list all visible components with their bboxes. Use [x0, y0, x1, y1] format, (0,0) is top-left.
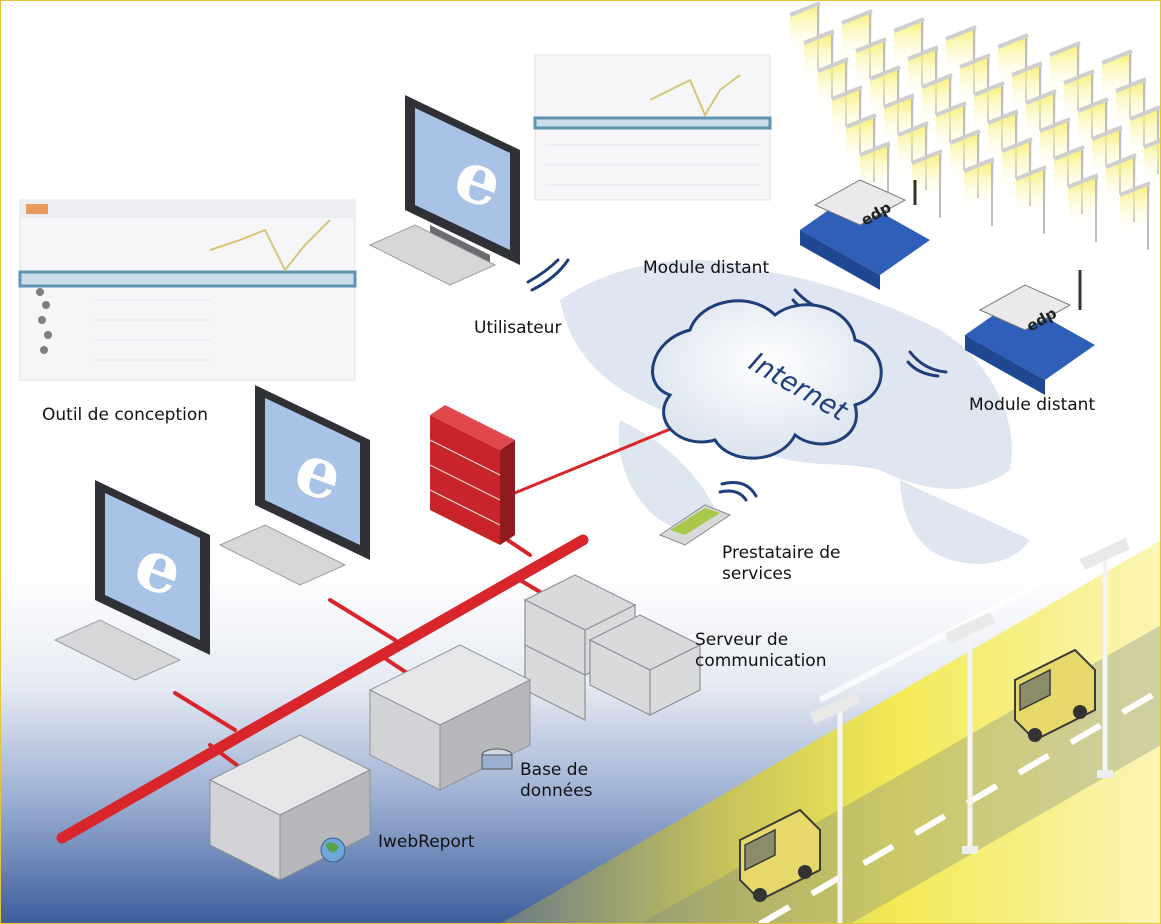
remote-module-label-1: Module distant [643, 258, 770, 278]
street-lamp [1067, 173, 1099, 242]
user-app-screenshot [533, 54, 772, 201]
remote-module-1 [800, 179, 930, 290]
user-computer: e [368, 95, 520, 286]
van-1 [739, 808, 821, 902]
service-provider-label: Prestataire de services [722, 543, 841, 585]
internet-cloud [651, 299, 883, 460]
street-lamp [1143, 138, 1161, 187]
street-lamp [911, 149, 943, 218]
service-provider-pda [658, 504, 732, 546]
iwebreport-server [208, 734, 372, 881]
user-label: Utilisateur [474, 318, 562, 338]
network-lines [56, 423, 682, 844]
van-2 [1014, 648, 1096, 742]
firewall-icon [429, 405, 515, 545]
database-label: Base de données [520, 760, 593, 802]
design-computer-1: e [218, 385, 370, 586]
design-tool-screenshot [18, 199, 357, 381]
remote-module-label-2: Module distant [969, 395, 1096, 415]
highway-scene [500, 517, 1161, 924]
database-server [368, 644, 532, 791]
design-tool-label: Outil de conception [42, 405, 209, 425]
communication-server-label: Serveur de communication [695, 630, 827, 672]
street-lamp [1119, 181, 1151, 250]
street-lamp [1015, 165, 1047, 234]
iwebreport-label: IwebReport [378, 832, 475, 852]
street-lamp [963, 157, 995, 226]
communication-servers [523, 574, 702, 721]
remote-module-2 [965, 270, 1095, 395]
street-lamp-field [789, 1, 1161, 250]
design-computer-2: e [53, 480, 210, 681]
